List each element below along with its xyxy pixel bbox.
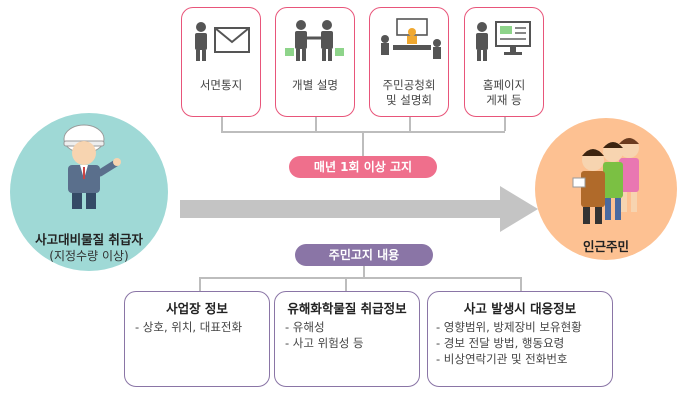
pill-connector-bottom	[363, 266, 365, 278]
info-item: - 상호, 위치, 대표전화	[135, 320, 243, 334]
notice-content-badge: 주민고지 내용	[295, 244, 433, 266]
info-connector-2	[345, 277, 347, 291]
pill-connector-top	[362, 131, 364, 156]
card-label: 개별 설명	[292, 78, 338, 92]
info-box-response: 사고 발생시 대응정보 - 영향범위, 방제장비 보유현황 - 경보 전달 방법…	[427, 291, 613, 387]
handler-circle: 사고대비물질 취급자 (지정수량 이상)	[10, 113, 168, 271]
info-box-title: 사업장 정보	[166, 301, 228, 316]
envelope-person-icon	[195, 22, 250, 61]
info-connector-3	[520, 277, 522, 291]
info-box-site: 사업장 정보 - 상호, 위치, 대표전화	[124, 291, 270, 387]
info-connector-bar	[199, 277, 521, 279]
residents-circle: 인근주민	[535, 118, 677, 260]
info-item: - 영향범위, 방제장비 보유현황	[436, 320, 582, 334]
worker-helmet-icon	[63, 124, 121, 209]
card-label: 홈페이지 게재 등	[482, 78, 526, 107]
card-connector-4	[504, 117, 506, 131]
card-label: 주민공청회 및 설명회	[382, 78, 436, 107]
info-item: - 유해성	[285, 320, 325, 334]
flow-arrow	[180, 186, 538, 232]
notice-card-homepage: 홈페이지 게재 등	[464, 7, 544, 117]
handler-title: 사고대비물질 취급자	[35, 232, 143, 247]
info-item: - 경보 전달 방법, 행동요령	[436, 336, 565, 350]
info-item: - 사고 위험성 등	[285, 336, 364, 350]
card-connector-1	[221, 117, 223, 131]
info-box-title: 유해화학물질 취급정보	[287, 301, 407, 316]
info-item: - 비상연락기관 및 전화번호	[436, 352, 568, 366]
residents-title: 인근주민	[582, 239, 629, 254]
card-label: 서면통지	[199, 78, 243, 92]
notice-card-individual: 개별 설명	[275, 7, 355, 117]
annual-notice-badge: 매년 1회 이상 고지	[289, 156, 437, 178]
info-connector-1	[199, 277, 201, 291]
card-connector-2	[315, 117, 317, 131]
meeting-table-icon	[381, 18, 441, 59]
residents-group-icon	[572, 138, 639, 224]
notice-card-mail: 서면통지	[181, 7, 261, 117]
monitor-person-icon	[476, 21, 531, 61]
card-connector-3	[409, 117, 411, 131]
notice-card-hearing: 주민공청회 및 설명회	[369, 7, 449, 117]
handshake-icon	[285, 20, 344, 61]
handler-subtitle: (지정수량 이상)	[49, 249, 129, 263]
info-box-title: 사고 발생시 대응정보	[463, 301, 577, 316]
info-box-chemical: 유해화학물질 취급정보 - 유해성 - 사고 위험성 등	[274, 291, 420, 387]
